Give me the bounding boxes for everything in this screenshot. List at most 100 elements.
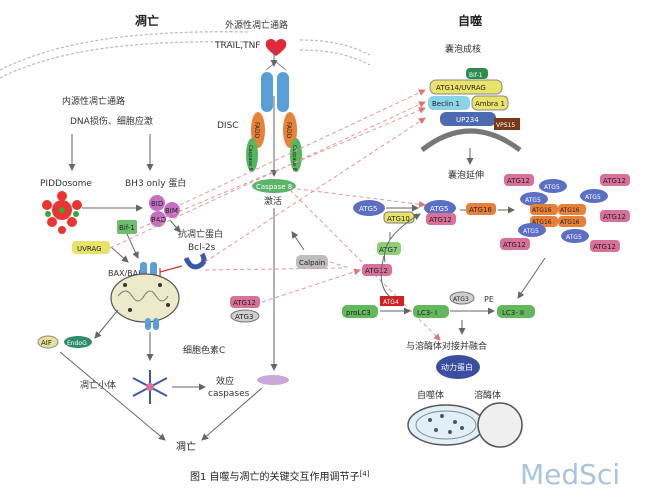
atg7-label: ATG7 [379,246,397,254]
caspase8-node [252,179,296,193]
cell-membrane [0,31,371,79]
piddosome-complex [42,191,82,234]
atg16-box [466,203,496,215]
bad-label: BAD [151,216,166,224]
effector-caspase-node [257,375,289,385]
vps15-label: VPS15 [496,122,515,129]
atg5-node-1 [353,200,385,216]
figure-caption: 图1 自噬与凋亡的关键交互作用调节子[4] [190,470,370,483]
phagophore-membrane [420,128,522,152]
atg14-box [429,79,503,95]
cx-atg16-b: ATG16 [532,219,552,226]
calpain-box [296,255,328,269]
lc3i-label: LC3- I [417,309,437,317]
arrow-atg7-lc3 [380,255,396,301]
cx-atg5-c: ATG5 [585,194,601,201]
beclin1-label: Beclin 1 [432,100,460,108]
bif1-left-label: Bif-1 [119,224,135,232]
calpain-label: Calpain [299,259,325,267]
fadd-label-right: FADD [285,122,292,139]
atg5-label-1: ATG5 [359,205,377,213]
section-title-apoptosis: 凋亡 [135,13,159,28]
atg3-right-node [449,291,475,305]
ambra1-box [471,95,509,111]
bif1-left-box [117,220,137,234]
arrow-uvrag-baxbak [110,246,129,263]
atg3-right-label: ATG3 [453,296,469,303]
lysosome-label: 溶酶体 [474,389,501,401]
lc3ii-label: LC3- II [502,309,524,317]
piddosome-label: PIDDosome [40,179,92,189]
atg12-label-1: ATG12 [365,267,388,275]
caspase8-small-left: Caspase 8 [247,145,253,171]
watermark: MedSci [520,458,620,491]
cx-atg12-e: ATG12 [593,243,616,251]
cx-atg5-a: ATG5 [544,184,560,191]
section-title-autophagy: 自噬 [458,13,482,28]
effector-label-1: 效应 [216,375,234,387]
caspase8-small-right: Caspase 8 [291,145,297,171]
cx-atg12-b: ATG12 [603,177,626,185]
bh3-label: BH3 only 蛋白 [125,177,186,189]
lc3ii-box [497,305,535,318]
cx-atg12-a: ATG12 [507,177,530,185]
cx-atg12-d: ATG12 [503,241,526,249]
vps15-box [494,118,520,130]
atg12-box-2 [426,213,456,225]
up234-box [440,112,496,126]
arrow-mito-aif [94,309,119,339]
autophagosome-contents [428,414,464,434]
arrow-effector-apoptosis [201,387,263,441]
autophagosome-label: 自噬体 [417,389,444,401]
trail-ligand-icon [265,39,287,56]
pe-label: PE [484,295,494,304]
atg5-label-2: ATG5 [430,205,448,213]
autophagosome-inner [415,410,477,440]
disc-label: DISC [217,121,239,131]
lysosome-icon [477,402,523,448]
bid-node [149,195,165,211]
up234-label: UP234 [456,116,479,124]
anti-apoptotic-label: 抗凋亡蛋白 [178,228,223,240]
arrow-bif1-baxbak [126,233,139,259]
motor-protein-node [436,355,480,379]
trail-label: TRAIL,TNF [214,41,260,51]
atg7-box [377,242,401,255]
mitochondrion [110,273,180,323]
apoptosome-icon [132,370,168,404]
extrinsic-pathway-label: 外源性凋亡通路 [225,19,288,31]
caption-text: 图1 自噬与凋亡的关键交互作用调节子 [190,470,360,483]
ambra1-label: Ambra 1 [475,100,505,108]
fadd-label-left: FADD [253,122,260,139]
cx-atg16-a: ATG16 [532,207,552,214]
arrow-calpain [291,231,305,251]
atg5-node-2 [424,200,456,216]
caspase8-label: Caspase 8 [256,183,292,191]
bif1-right-label: Bif-1 [469,72,483,79]
cx-atg5-e: ATG5 [566,234,582,241]
bif1-right-box [466,68,488,79]
atg-large-complex: ATG12 ATG5 ATG5 ATG16 ATG16 ATG16 ATG16 … [500,174,630,252]
cx-atg5-d: ATG5 [523,228,539,235]
endog-node [64,336,92,348]
atg14-label: ATG14/UVRAG [436,84,486,92]
atg10-label: ATG10 [387,215,410,223]
prolc3-box [342,305,378,318]
dna-damage-label: DNA损伤、细胞应激 [70,115,153,127]
atg12-left-box [230,296,260,308]
atg12-left-label: ATG12 [233,299,256,307]
uvrag-left-box [72,241,110,254]
effector-label-2: caspases [208,389,250,399]
cx-atg5-b: ATG5 [525,197,541,204]
bcl2-protein-icon [183,252,207,270]
cx-atg12-c: ATG12 [603,213,626,221]
apoptosis-end-label: 凋亡 [176,440,196,453]
caption-ref: [4] [360,470,370,478]
atg4-box [380,296,404,306]
aif-node [37,335,59,349]
fusion-label: 与溶酶体对接并融合 [406,340,487,352]
arrow-bh3-bcl2 [169,219,181,233]
aif-label: AIF [41,339,52,347]
